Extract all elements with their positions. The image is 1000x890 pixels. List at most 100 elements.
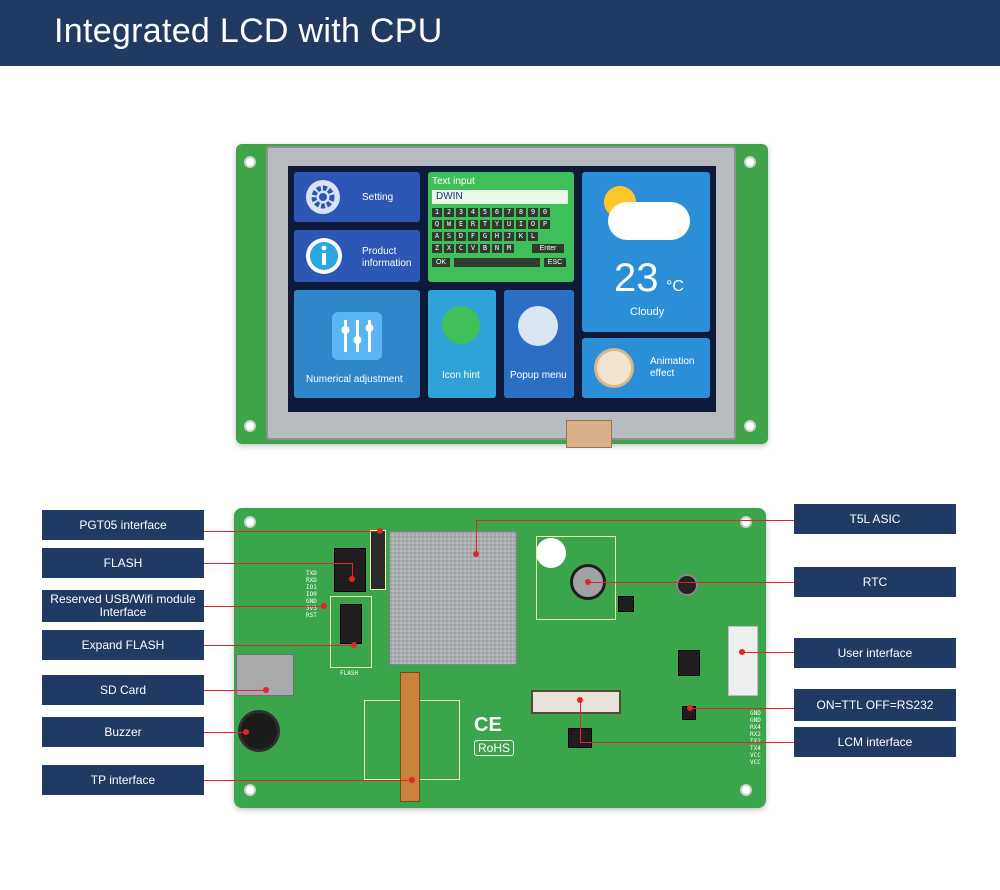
leader-dot (409, 777, 415, 783)
pin-label: 3V3 (306, 605, 317, 612)
tile-weather: 23 °C Cloudy (582, 172, 710, 332)
leader-line (204, 531, 380, 532)
gear-icon (306, 180, 340, 214)
keyboard-key: H (492, 232, 502, 241)
keyboard-key: L (528, 232, 538, 241)
keyboard-key: C (456, 244, 466, 253)
keyboard-key: J (504, 232, 514, 241)
keyboard-key: Y (492, 220, 502, 229)
mount-hole (740, 784, 752, 796)
leader-dot (351, 642, 357, 648)
tile-label-popup-menu: Popup menu (510, 370, 567, 381)
page-title: Integrated LCD with CPU (54, 12, 443, 50)
leader-line (352, 563, 353, 579)
pin-label: RX4 (750, 724, 761, 731)
leader-line (204, 645, 354, 646)
flash-chip (334, 548, 366, 592)
space-key (454, 258, 540, 267)
callout-ttl-rs232: ON=TTL OFF=RS232 (794, 689, 956, 721)
callout-sd-card: SD Card (42, 675, 204, 705)
weather-condition: Cloudy (630, 306, 665, 318)
pin-label: GND (750, 717, 761, 724)
leader-dot (739, 649, 745, 655)
enter-key: Enter (532, 244, 564, 253)
leader-line (204, 563, 352, 564)
layers-icon (518, 306, 558, 346)
pgt05-header (370, 530, 386, 590)
tile-product-information: Product information (294, 230, 420, 282)
keyboard-key: 0 (540, 208, 550, 217)
temperature-unit: °C (666, 278, 684, 295)
pin-label: VCC (750, 759, 761, 766)
leader-dot (577, 697, 583, 703)
touch-hand-icon (594, 348, 634, 388)
flash-silk-label: FLASH (340, 670, 359, 677)
tile-popup-menu: Popup menu (504, 290, 574, 398)
keyboard-key: O (528, 220, 538, 229)
pin-label: TXD (306, 570, 317, 577)
regulator-chip (678, 650, 700, 676)
touch-flex-cable (566, 420, 612, 448)
keyboard-key: D (456, 232, 466, 241)
keyboard-key: I (516, 220, 526, 229)
ce-mark: CE (474, 714, 502, 736)
callout-pgt05-interface: PGT05 interface (42, 510, 204, 540)
callout-rtc: RTC (794, 567, 956, 597)
keyboard-key: Z (432, 244, 442, 253)
header-bar: Integrated LCD with CPU (0, 0, 1000, 66)
pin-label: IO0 (306, 591, 317, 598)
leader-dot (687, 705, 693, 711)
pin-label: TX4 (750, 745, 761, 752)
callout-lcm-interface: LCM interface (794, 727, 956, 757)
mount-hole (740, 516, 752, 528)
tile-numerical-adjustment: Numerical adjustment (294, 290, 420, 398)
leader-line (204, 690, 266, 691)
t5l-asic-chip (389, 531, 517, 665)
tile-label-animation-effect: Animation effect (650, 356, 695, 379)
leader-dot (473, 551, 479, 557)
tp-flex-cable (400, 672, 420, 802)
leader-line (580, 742, 794, 743)
mount-hole (744, 156, 756, 168)
tile-label-setting: Setting (362, 192, 394, 203)
keyboard-key: 3 (456, 208, 466, 217)
keyboard-key: 7 (504, 208, 514, 217)
sliders-icon (332, 312, 382, 360)
callout-expand-flash: Expand FLASH (42, 630, 204, 660)
leader-line (204, 606, 324, 607)
keyboard-key: S (444, 232, 454, 241)
temperature-value: 23 (614, 256, 659, 300)
keyboard-key: 6 (492, 208, 502, 217)
callout-tp-interface: TP interface (42, 765, 204, 795)
leader-line (204, 732, 246, 733)
rohs-mark: RoHS (474, 740, 515, 756)
icon-hint-icon (442, 306, 480, 344)
leader-dot (349, 576, 355, 582)
keyboard-key: 1 (432, 208, 442, 217)
tile-icon-hint: Icon hint (428, 290, 496, 398)
keyboard-key: P (540, 220, 550, 229)
callout-flash: FLASH (42, 548, 204, 578)
leader-dot (263, 687, 269, 693)
pin-label: TX2 (750, 738, 761, 745)
rtc-chip (618, 596, 634, 612)
crystal-oscillator (536, 538, 566, 568)
keyboard-key: U (504, 220, 514, 229)
keyboard-key: Q (432, 220, 442, 229)
mount-hole (244, 420, 256, 432)
pin-label: RXD (306, 577, 317, 584)
mount-hole (244, 784, 256, 796)
keyboard-key: M (504, 244, 514, 253)
keyboard-key: 4 (468, 208, 478, 217)
user-interface-connector (728, 626, 758, 696)
keyboard-key: 9 (528, 208, 538, 217)
lcd-screen: Setting Product information Text input D… (288, 166, 716, 412)
info-icon (306, 238, 342, 274)
cloud-icon (608, 202, 690, 240)
tile-animation-effect: Animation effect (582, 338, 710, 398)
keyboard-key: V (468, 244, 478, 253)
keyboard-key: X (444, 244, 454, 253)
callout-usb-wifi-interface: Reserved USB/Wifi module Interface (42, 590, 204, 622)
callout-user-interface: User interface (794, 638, 956, 668)
